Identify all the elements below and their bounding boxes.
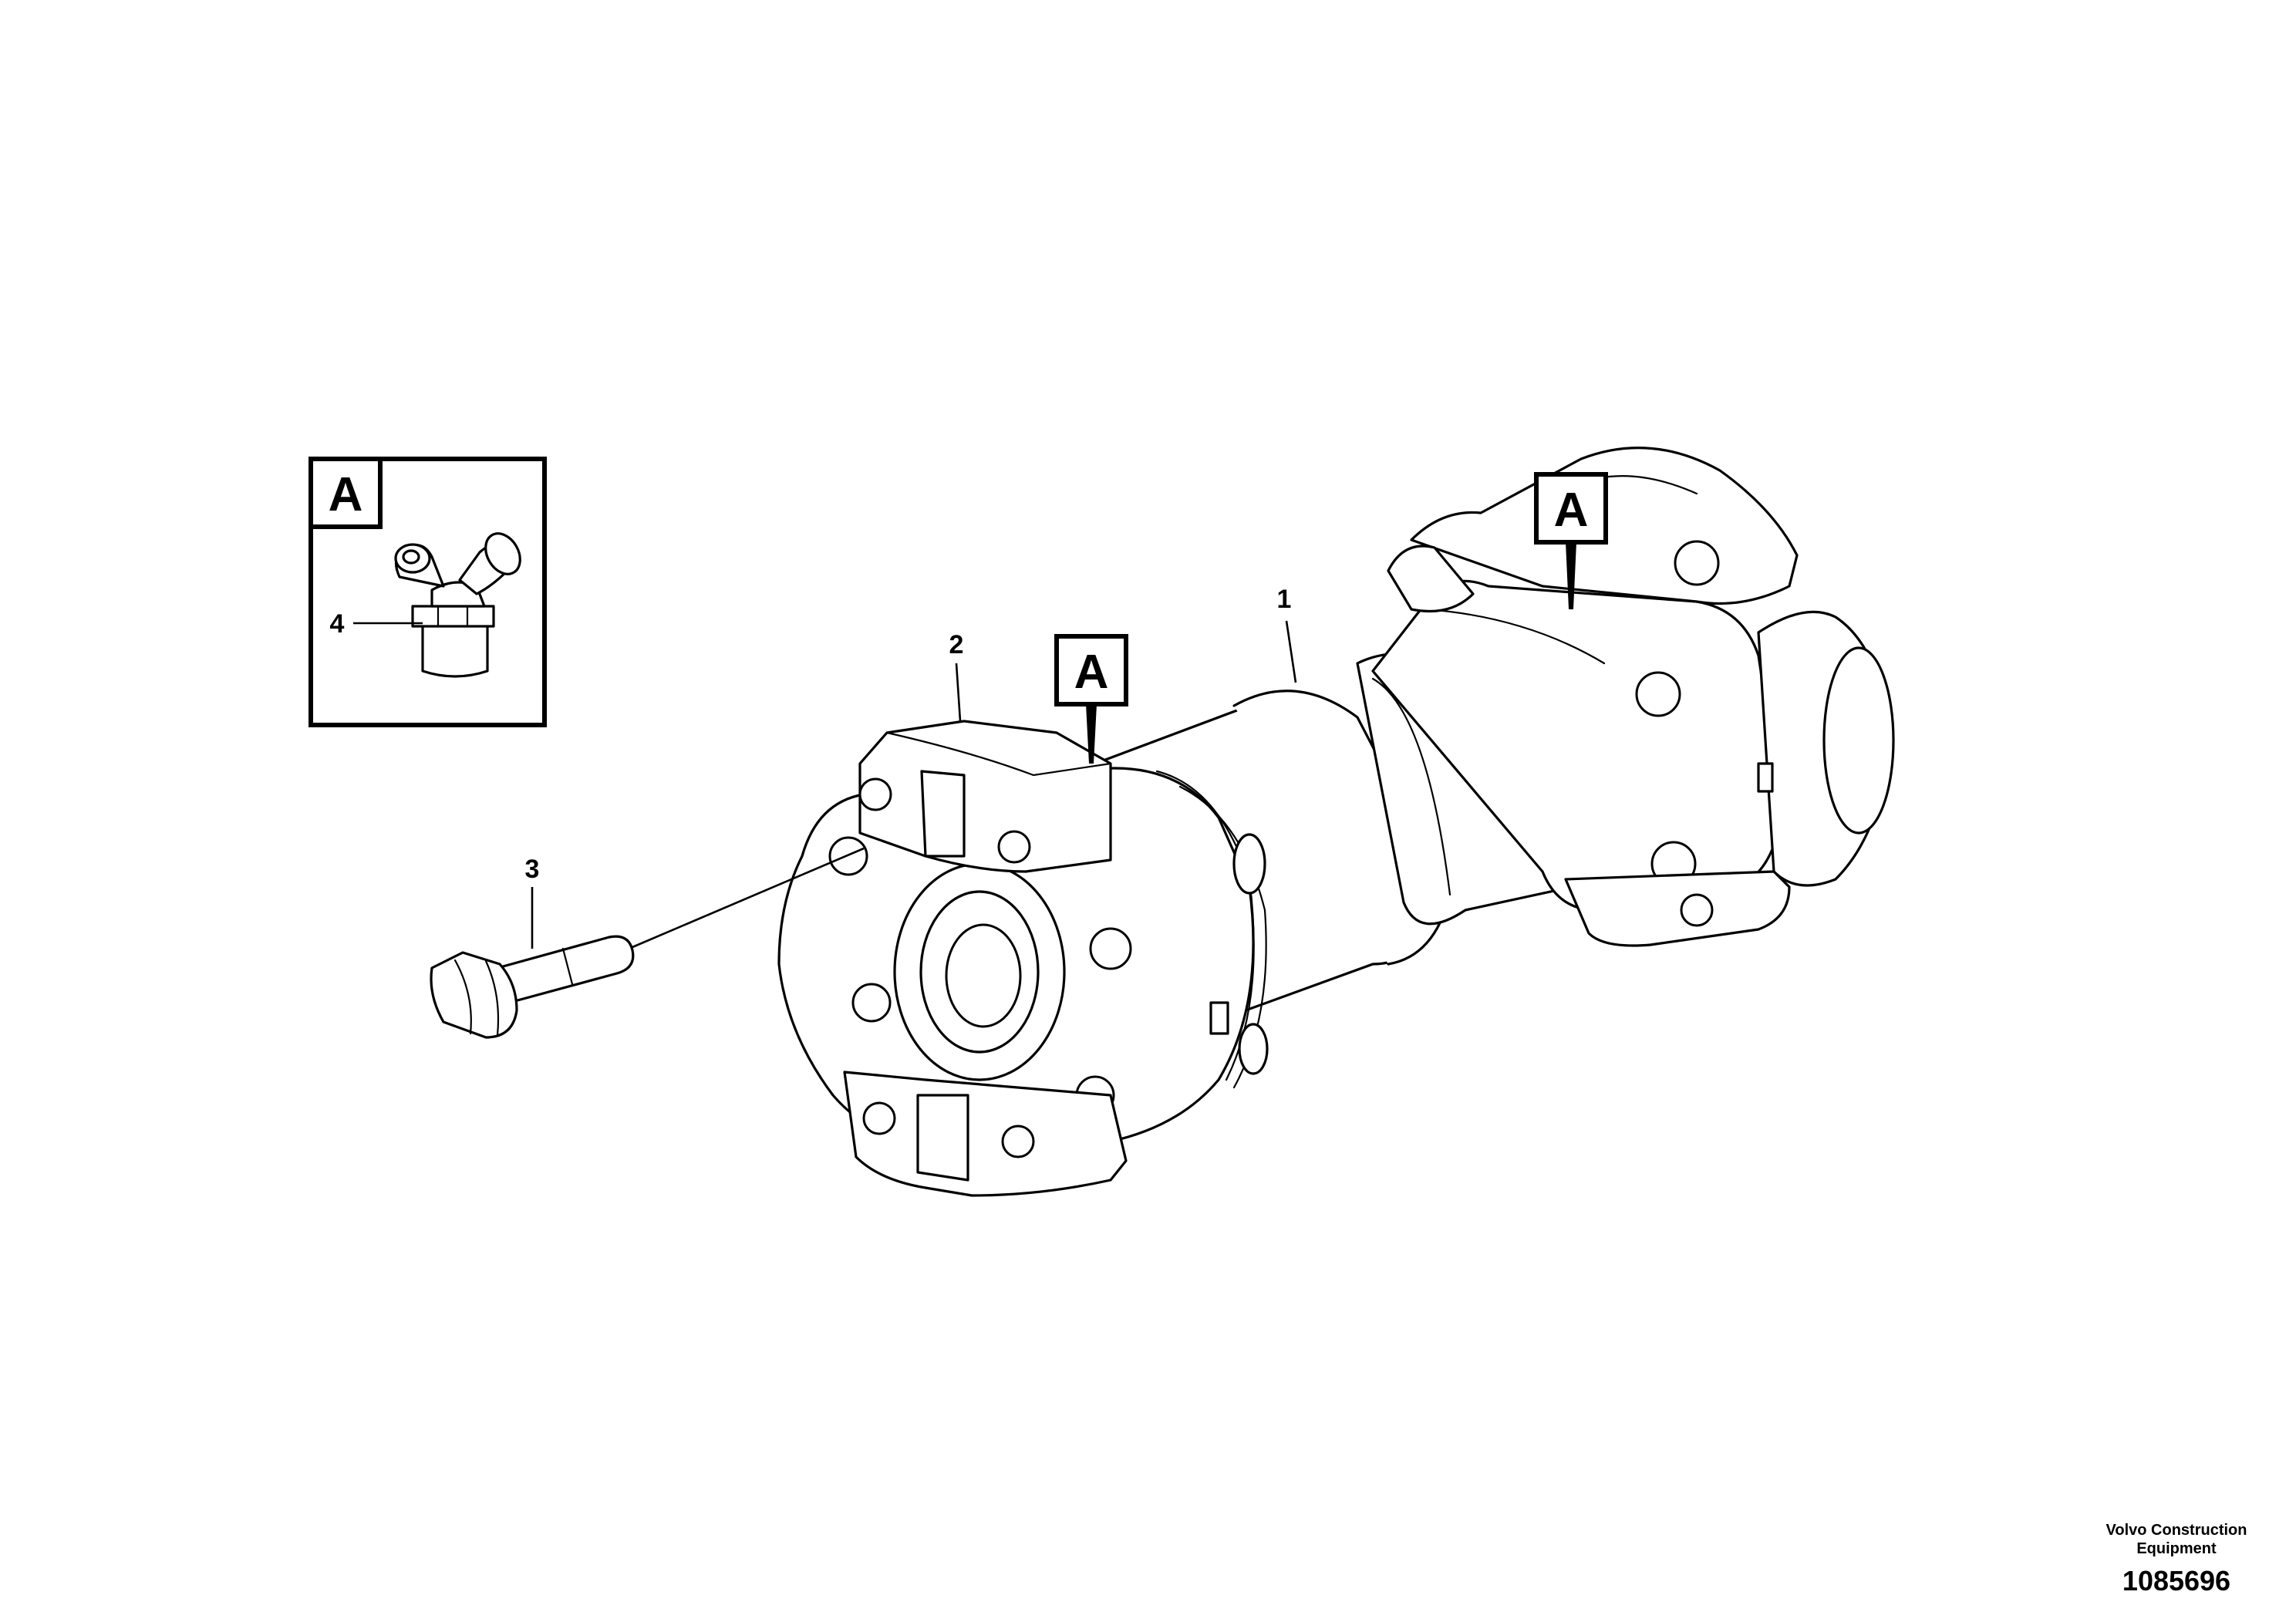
publisher-line1: Volvo Construction [2106,1522,2247,1539]
svg-text:A: A [1074,646,1109,699]
detail-a-inset-label: A [329,468,363,521]
svg-text:A: A [1554,484,1589,537]
detail-a-inset: A 4 [308,457,547,727]
drive-shaft-icon [777,447,1895,1197]
bolt-icon [430,935,635,1039]
callout-4: 4 [330,609,345,639]
detail-a-marker-left: A [1054,634,1128,764]
illustration-number: 1085696 [2122,1565,2230,1597]
detail-a-marker-right: A [1534,472,1608,609]
callout-1: 1 [1277,585,1292,614]
callout-3: 3 [525,855,540,884]
callout-2: 2 [949,630,964,659]
publisher-line2: Equipment [2136,1540,2217,1557]
grease-nipple-icon [394,532,521,678]
